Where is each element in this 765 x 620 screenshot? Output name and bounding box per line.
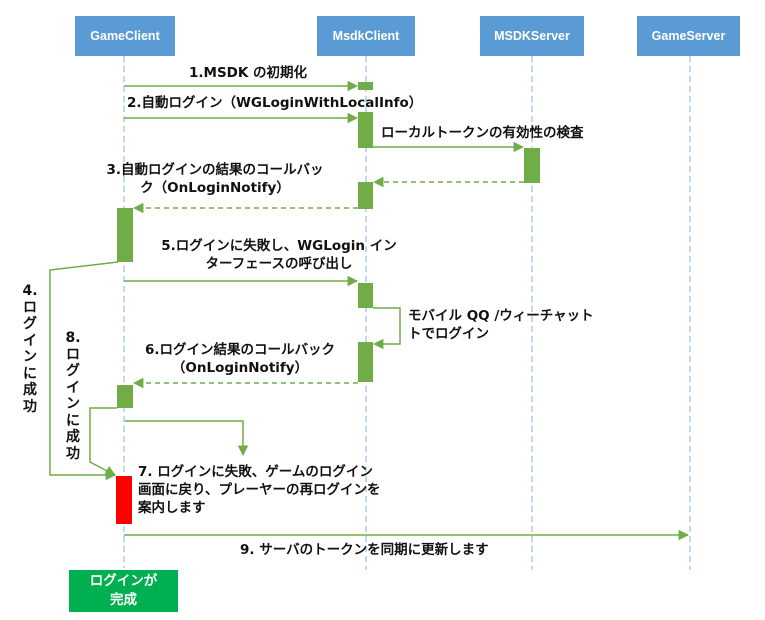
label-msg-5: 5.ログインに失敗し、WGLogin イン ターフェースの呼び出し xyxy=(137,237,421,273)
label-mobile-login-line1: モバイル QQ /ウィーチャット xyxy=(408,308,594,324)
label-msg-3-line2: ク（OnLoginNotify） xyxy=(140,180,290,196)
actor-msdkserver: MSDKServer xyxy=(480,16,584,56)
actor-gameserver: GameServer xyxy=(637,16,740,56)
label-msg-5-line1: 5.ログインに失敗し、WGLogin イン xyxy=(161,238,397,254)
actor-msdkclient: MsdkClient xyxy=(317,16,415,56)
arrow-success-8 xyxy=(89,407,117,476)
note-success-4: 4. ログインに成功 xyxy=(21,283,39,415)
label-token-check: ローカルトークンの有効性の検査 xyxy=(381,125,584,141)
label-msg-6: 6.ログイン結果のコールバック （OnLoginNotify） xyxy=(115,341,365,377)
label-msg-9: 9. サーバのトークンを同期に更新します xyxy=(240,542,489,558)
login-complete-line2: 完成 xyxy=(110,592,137,608)
login-complete-box: ログインが 完成 xyxy=(69,570,178,612)
label-msg-5-line2: ターフェースの呼び出し xyxy=(205,256,353,272)
note-success-4-text: ログインに成功 xyxy=(23,299,37,415)
activation-msdkclient-5 xyxy=(358,342,373,382)
activation-msdkclient-1 xyxy=(358,82,373,90)
arrow-mobile-login xyxy=(372,307,401,350)
arrow-self-call xyxy=(125,420,249,457)
note-success-8-number: 8. xyxy=(65,330,81,346)
login-complete-line1: ログインが xyxy=(89,573,158,589)
activation-msdkclient-4 xyxy=(358,283,373,308)
note-success-8: 8. ログインに成功 xyxy=(64,330,82,462)
activation-msdkclient-3 xyxy=(358,182,373,209)
label-msg-7: 7. ログインに失敗、ゲームのログイン 画面に戻り、プレーヤーの再ログインを 案… xyxy=(138,463,380,517)
label-mobile-login-line2: トでログイン xyxy=(408,326,489,342)
label-msg-3-line1: 3.自動ログインの結果のコールバッ xyxy=(106,162,324,178)
activation-gameclient-2 xyxy=(117,385,133,408)
activation-msdkclient-2 xyxy=(358,112,373,148)
label-msg-2: 2.自動ログイン（WGLoginWithLocalInfo） xyxy=(127,95,423,111)
label-msg-7-line1: 7. ログインに失敗、ゲームのログイン xyxy=(138,464,373,480)
label-mobile-login: モバイル QQ /ウィーチャット トでログイン xyxy=(408,307,594,343)
activation-gameclient-1 xyxy=(117,208,133,262)
actor-gameclient: GameClient xyxy=(75,16,175,56)
arrow-success-4 xyxy=(49,261,119,481)
label-msg-3: 3.自動ログインの結果のコールバッ ク（OnLoginNotify） xyxy=(82,161,348,197)
label-msg-1: 1.MSDK の初期化 xyxy=(189,65,308,81)
label-msg-6-line2: （OnLoginNotify） xyxy=(171,360,309,376)
activation-msdkserver xyxy=(524,148,540,183)
activation-gameclient-failure xyxy=(116,476,132,524)
label-msg-7-line2: 画面に戻り、プレーヤーの再ログインを xyxy=(138,482,381,498)
label-msg-7-line3: 案内します xyxy=(138,500,206,516)
note-success-4-number: 4. xyxy=(22,283,38,299)
label-msg-6-line1: 6.ログイン結果のコールバック xyxy=(144,342,336,358)
note-success-8-text: ログインに成功 xyxy=(66,346,80,462)
